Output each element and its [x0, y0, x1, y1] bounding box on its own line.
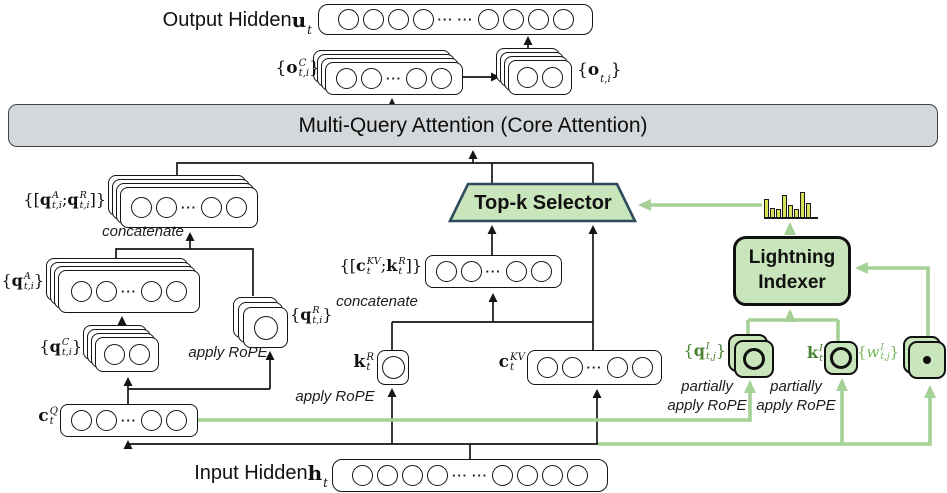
ellipsis: ··· [485, 264, 502, 279]
ellipsis: ··· [386, 71, 402, 86]
q-r-stack [233, 297, 288, 348]
ellipsis: ··· [437, 12, 454, 27]
partially-apply-rope-label-q: partially apply RoPE [667, 378, 747, 415]
unit-circle [387, 9, 409, 30]
q-ar-stack: ··· [108, 175, 258, 228]
dot-icon [923, 356, 931, 364]
partially-apply-rope-label-k: partially apply RoPE [756, 378, 836, 415]
multi-query-attention-bar: Multi-Query Attention (Core Attention) [8, 104, 938, 147]
ellipsis: ··· [586, 360, 603, 375]
ellipsis: ··· [452, 468, 468, 483]
ring-circle [830, 347, 852, 369]
w-i-stack [903, 336, 946, 379]
apply-rope-label-kr: apply RoPE [295, 388, 375, 405]
c-q-vector: ··· [60, 404, 198, 437]
ellipsis: ··· [121, 413, 137, 428]
mqa-label: Multi-Query Attention (Core Attention) [298, 113, 648, 137]
ellipsis: ··· [472, 468, 488, 483]
input-hidden-vector: ··· ··· [332, 459, 608, 492]
ellipsis: ··· [457, 12, 474, 27]
ring-circle [743, 348, 765, 370]
concatenate-label-queries: concatenate [102, 223, 184, 240]
q-c-stack [83, 325, 159, 372]
ellipsis: ··· [121, 284, 137, 299]
k-i-box [824, 341, 858, 375]
lightning-indexer-label-line1: Lightning [748, 247, 836, 269]
apply-rope-label-queries: apply RoPE [188, 344, 268, 361]
score-histogram-icon [764, 183, 818, 219]
q-i-stack [728, 334, 774, 378]
green-connectors [197, 199, 936, 446]
lightning-indexer-label-line2: Indexer [758, 272, 826, 293]
o-stack [496, 48, 572, 95]
black-connectors [115, 36, 602, 459]
unit-circle [477, 9, 499, 30]
ckv-kr-vector: ··· [425, 255, 562, 288]
unit-circle [527, 9, 549, 30]
ellipsis: ··· [181, 200, 197, 215]
lightning-indexer-box: Lightning Indexer [733, 236, 851, 306]
concatenate-label-kv: concatenate [336, 293, 418, 310]
topk-selector-shape [447, 182, 638, 223]
k-r-box [377, 350, 409, 385]
unit-circle [502, 9, 524, 30]
output-hidden-vector: ··· ··· [318, 4, 593, 35]
o-c-stack: ··· [313, 50, 463, 95]
unit-circle [337, 9, 359, 30]
c-kv-vector: ··· [527, 350, 662, 385]
topk-selector-label: Top-k Selector [474, 191, 612, 214]
unit-circle [412, 9, 434, 30]
q-a-stack: ··· [46, 258, 200, 313]
unit-circle [552, 9, 574, 30]
unit-circle [362, 9, 384, 30]
